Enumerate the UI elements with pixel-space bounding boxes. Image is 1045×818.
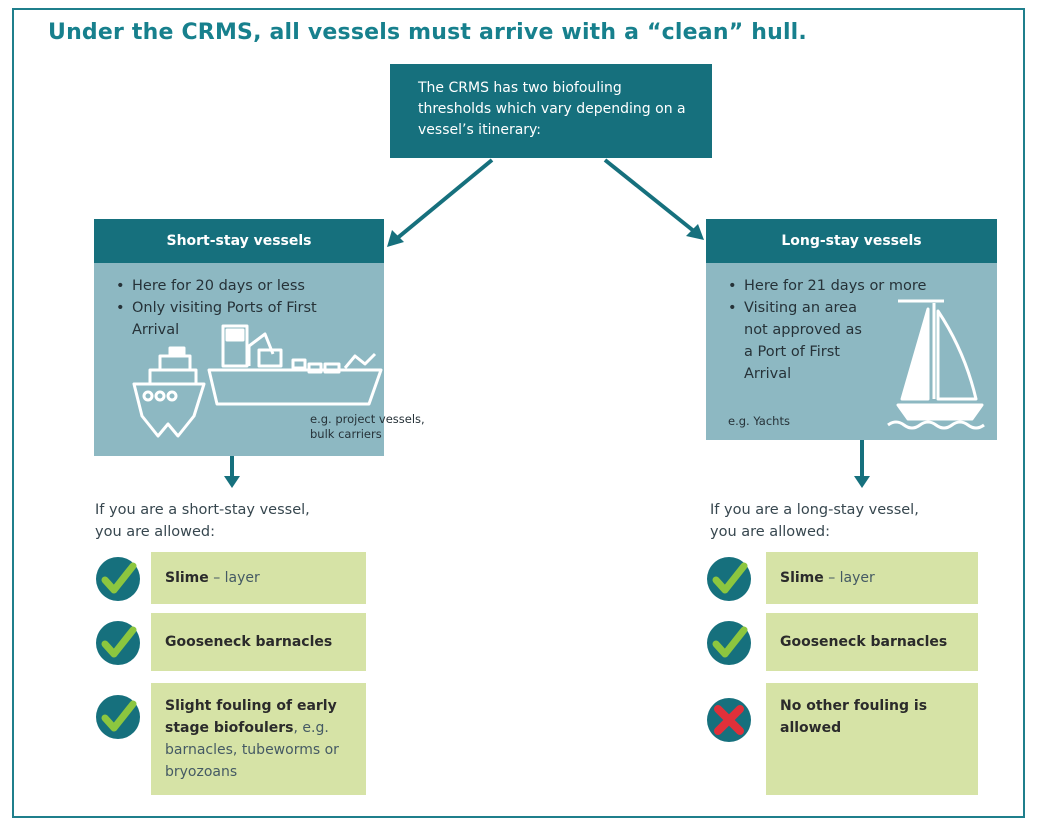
short-stay-item-gooseneck: Gooseneck barnacles bbox=[151, 613, 366, 671]
check-icon bbox=[96, 695, 140, 739]
long-stay-caption: e.g. Yachts bbox=[728, 414, 790, 428]
list-item: Here for 20 days or less bbox=[112, 275, 374, 297]
short-stay-caption: e.g. project vessels, bulk carriers bbox=[310, 412, 425, 441]
arrow-icon bbox=[603, 158, 704, 240]
arrow-icon bbox=[224, 456, 240, 488]
long-stay-item-slime: Slime – layer bbox=[766, 552, 978, 604]
long-stay-bullets: Here for 21 days or more Visiting an are… bbox=[724, 275, 987, 385]
short-stay-item-slime: Slime – layer bbox=[151, 552, 366, 604]
intro-text: The CRMS has two biofouling thresholds w… bbox=[418, 80, 686, 138]
arrow-icon bbox=[854, 440, 870, 488]
arrow-icon bbox=[387, 158, 494, 247]
page-title: Under the CRMS, all vessels must arrive … bbox=[48, 20, 807, 45]
intro-box: The CRMS has two biofouling thresholds w… bbox=[390, 64, 712, 158]
short-stay-panel: Here for 20 days or less Only visiting P… bbox=[94, 263, 384, 456]
short-stay-bullets: Here for 20 days or less Only visiting P… bbox=[112, 275, 374, 341]
long-stay-item-gooseneck: Gooseneck barnacles bbox=[766, 613, 978, 671]
list-item: Here for 21 days or more bbox=[724, 275, 987, 297]
check-icon bbox=[707, 621, 751, 665]
check-icon bbox=[707, 557, 751, 601]
long-stay-allowed-text: If you are a long-stay vessel, you are a… bbox=[710, 502, 919, 540]
cross-icon bbox=[707, 698, 751, 742]
short-stay-item-slight-fouling: Slight fouling of early stage biofoulers… bbox=[151, 683, 366, 795]
ship-icon bbox=[132, 346, 206, 438]
list-item: Only visiting Ports of First Arrival bbox=[112, 297, 362, 341]
cargo-ship-icon bbox=[207, 324, 383, 406]
short-stay-header: Short-stay vessels bbox=[94, 219, 384, 263]
check-icon bbox=[96, 621, 140, 665]
short-stay-allowed-text: If you are a short-stay vessel, you are … bbox=[95, 502, 310, 540]
check-icon bbox=[96, 557, 140, 601]
list-item: Visiting an area not approved as a Port … bbox=[724, 297, 874, 385]
long-stay-item-no-other-fouling: No other fouling is allowed bbox=[766, 683, 978, 795]
long-stay-header: Long-stay vessels bbox=[706, 219, 997, 263]
sailboat-icon bbox=[887, 299, 985, 430]
